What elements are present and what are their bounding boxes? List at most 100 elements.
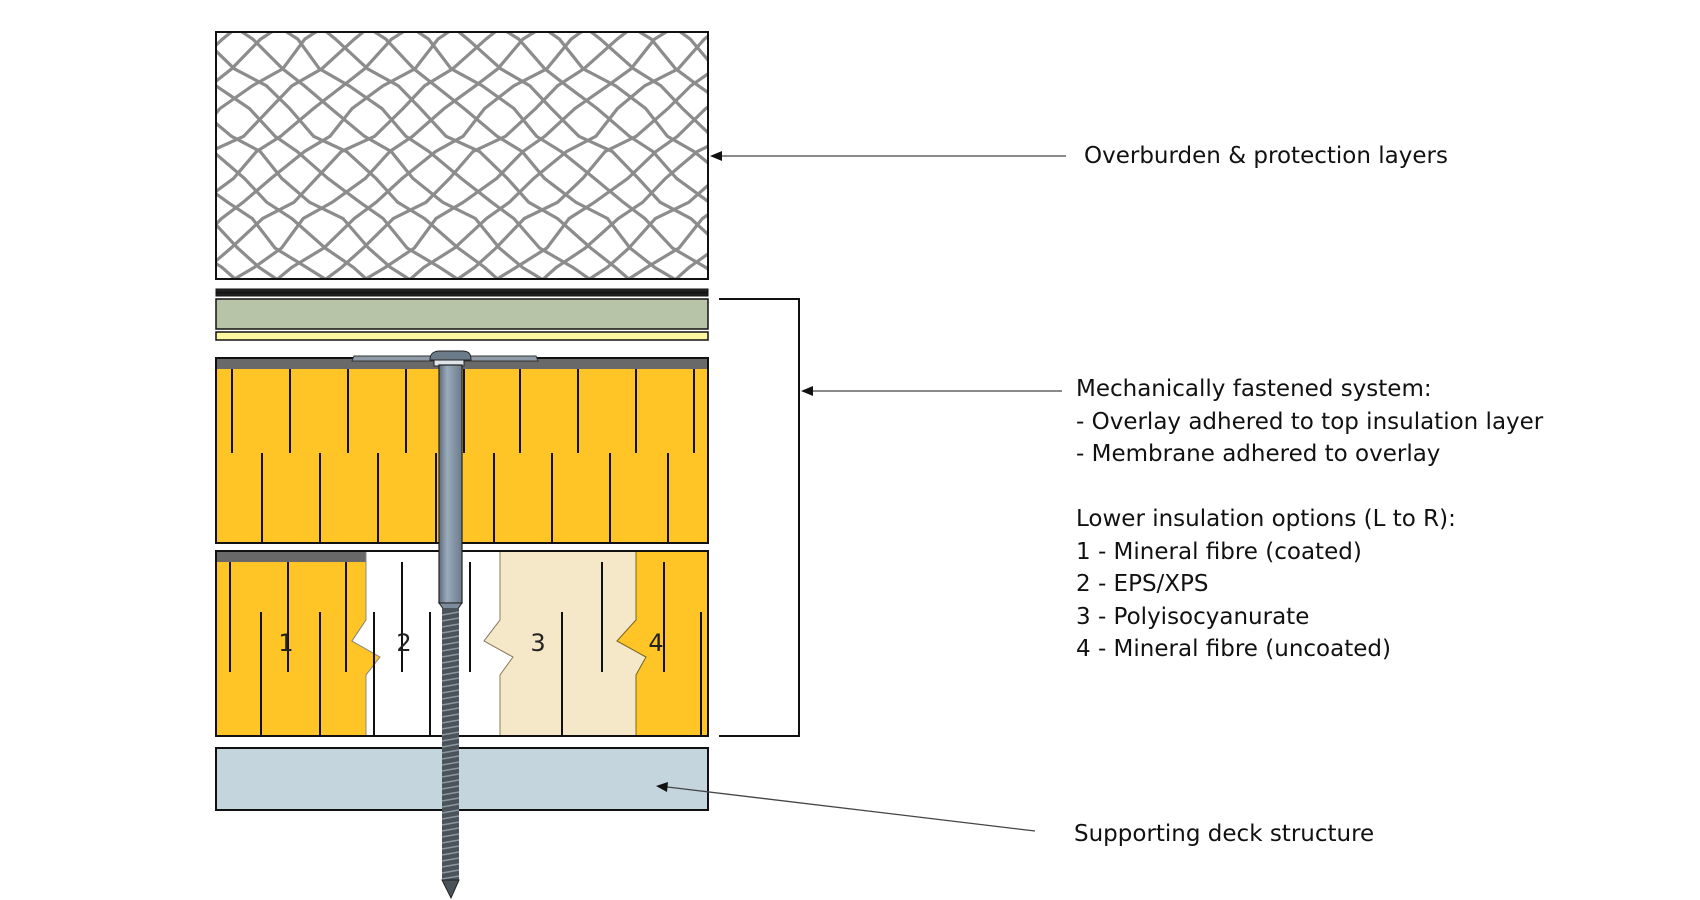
mesh-line — [800, 20, 1126, 287]
overburden-arrowhead-icon — [710, 151, 722, 161]
thread-ridge — [441, 863, 460, 868]
mesh-line — [546, 32, 708, 165]
waterproof-membrane — [215, 288, 709, 297]
thread-ridge — [441, 653, 460, 658]
mesh-line — [708, 20, 1038, 287]
thread-ridge — [441, 671, 460, 676]
fastener-icon — [351, 350, 539, 900]
thread-ridge — [441, 707, 460, 712]
leader-lines — [656, 151, 1066, 832]
mesh-line — [636, 32, 708, 95]
fastener-tip — [441, 879, 460, 900]
system-line-1: Mechanically fastened system: — [1076, 376, 1432, 402]
thread-ridge — [441, 725, 460, 730]
thread-ridge — [441, 821, 460, 826]
thread-ridge — [441, 617, 460, 622]
thread-ridge — [441, 713, 460, 718]
thread-ridge — [441, 767, 460, 772]
system-line-7: 2 - EPS/XPS — [1076, 571, 1209, 597]
lower-insulation-number-1: 1 — [278, 629, 293, 657]
mesh-line — [216, 222, 280, 279]
thread-ridge — [441, 869, 460, 874]
lower-insulation-number-2: 2 — [396, 629, 411, 657]
mesh-line — [796, 20, 1124, 287]
mesh-line — [216, 32, 406, 194]
deck-arrowhead-icon — [656, 782, 668, 792]
mesh-line — [216, 191, 329, 279]
thread-ridge — [441, 623, 460, 628]
thread-ridge — [441, 851, 460, 856]
thread-ridge — [441, 731, 460, 736]
mesh-line — [677, 32, 708, 63]
system-line-4 — [1076, 471, 1543, 504]
lower-insulation-number-4: 4 — [648, 629, 663, 657]
thread-ridge — [441, 803, 460, 808]
lower-insulation-number-3: 3 — [530, 629, 545, 657]
thread-ridge — [441, 701, 460, 706]
mesh-line — [504, 32, 708, 204]
thread-ridge — [441, 845, 460, 850]
thread-ridge — [441, 659, 460, 664]
thread-ridge — [441, 773, 460, 778]
system-description: Mechanically fastened system: - Overlay … — [1076, 373, 1543, 666]
adhesive-strip — [215, 331, 709, 341]
thread-ridge — [441, 749, 460, 754]
thread-ridge — [441, 779, 460, 784]
thread-ridge — [441, 761, 460, 766]
mesh-line — [415, 32, 708, 272]
system-line-5: Lower insulation options (L to R): — [1076, 506, 1456, 532]
overburden-label: Overburden & protection layers — [1084, 143, 1448, 169]
mesh-line — [216, 48, 500, 279]
thread-ridge — [441, 839, 460, 844]
lower-insulation-fibres — [229, 562, 702, 736]
thread-ridge — [441, 683, 460, 688]
mesh-line — [216, 32, 275, 84]
mesh-line — [494, 105, 708, 279]
thread-ridge — [441, 611, 460, 616]
deck-label: Supporting deck structure — [1074, 821, 1375, 847]
mesh-line — [216, 32, 234, 48]
system-line-3: - Membrane adhered to overlay — [1076, 441, 1441, 467]
mesh-line — [231, 32, 538, 279]
mesh-line — [362, 32, 670, 279]
fastener-shank — [438, 364, 463, 604]
thread-ridge — [441, 737, 460, 742]
thread-ridge — [441, 815, 460, 820]
thread-ridge — [441, 875, 460, 880]
lower-insulation-option-4 — [616, 551, 708, 736]
mesh-line — [283, 32, 593, 279]
system-line-2: - Overlay adhered to top insulation laye… — [1076, 408, 1544, 435]
thread-ridge — [441, 695, 460, 700]
thread-ridge — [441, 785, 460, 790]
mesh-line — [749, 20, 1082, 287]
mesh-line — [216, 261, 238, 279]
thread-ridge — [441, 689, 460, 694]
thread-ridge — [441, 755, 460, 760]
thread-ridge — [441, 719, 460, 724]
thread-ridge — [441, 809, 460, 814]
overburden-mesh-hatch — [216, 20, 1126, 287]
system-line-9: 4 - Mineral fibre (uncoated) — [1076, 636, 1391, 662]
mesh-line — [324, 32, 632, 279]
mesh-line — [708, 20, 1035, 287]
mesh-line — [216, 121, 412, 279]
thread-ridge — [441, 827, 460, 832]
mesh-line — [752, 20, 1086, 287]
mesh-line — [625, 212, 708, 279]
fastener-thread-ridges — [441, 611, 460, 880]
thread-ridge — [441, 797, 460, 802]
thread-ridge — [441, 641, 460, 646]
mesh-line — [588, 32, 708, 135]
system-line-8: 3 - Polyisocyanurate — [1076, 603, 1310, 630]
thread-ridge — [441, 791, 460, 796]
fastener-head — [429, 350, 472, 361]
lower-insulation-layer: 1 2 3 4 — [215, 550, 709, 737]
thread-ridge — [441, 743, 460, 748]
thread-ridge — [441, 635, 460, 640]
mesh-line — [586, 183, 708, 279]
supporting-deck — [215, 747, 709, 811]
overlay-board — [215, 298, 709, 330]
thread-ridge — [441, 857, 460, 862]
lower-insulation-1-coating — [216, 551, 366, 562]
